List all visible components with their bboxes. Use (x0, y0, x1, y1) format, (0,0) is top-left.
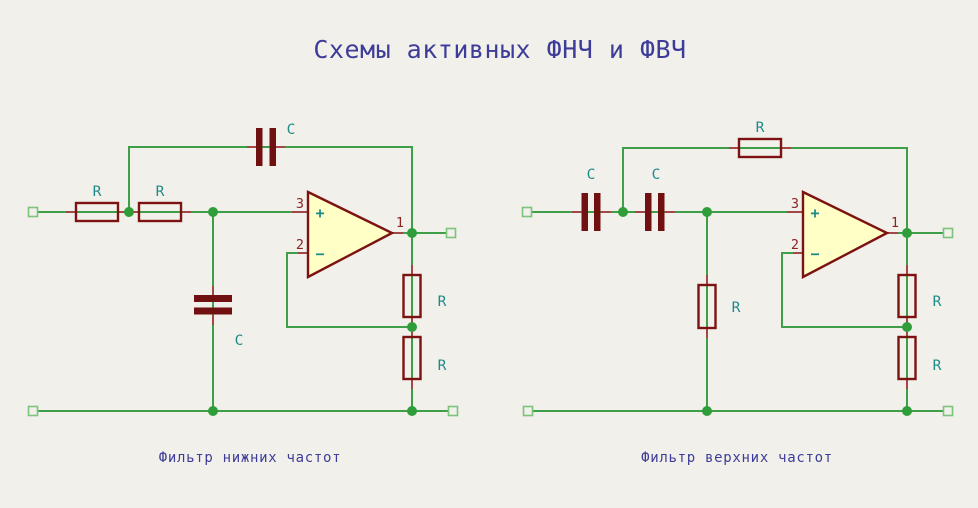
wire-feedback-res (622, 147, 908, 234)
wire-inv-feedback (286, 252, 413, 328)
pin-number-inv: 2 (791, 237, 799, 253)
label-r-div-top: R (438, 294, 447, 310)
resistor-input-2 (137, 201, 183, 223)
label-c-feedback: C (287, 122, 296, 138)
pin-number-noninv: 3 (296, 196, 304, 212)
minus-sign: − (810, 245, 819, 263)
resistor-feedback (737, 137, 783, 159)
opamp-triangle (306, 190, 395, 279)
terminal-ground-right (942, 405, 954, 417)
label-r-div-bottom: R (933, 358, 942, 374)
label-c-shunt: C (235, 333, 244, 349)
hpf-circuit: C C R R R R 3 2 1 + − Фильтр верхних час… (521, 120, 954, 466)
junction-dot (702, 207, 712, 217)
label-r-div-top: R (933, 294, 942, 310)
terminal-ground-left (522, 405, 534, 417)
lpf-circuit: R R C C R R 3 2 1 + − Фильтр нижних част… (27, 122, 459, 466)
label-r-div-bottom: R (438, 358, 447, 374)
plus-sign: + (315, 204, 324, 222)
resistor-divider-bottom (402, 335, 422, 381)
hpf-caption: Фильтр верхних частот (641, 450, 833, 466)
junction-dot (618, 207, 628, 217)
capacitor-input-1 (581, 193, 601, 231)
page-title: Схемы активных ФНЧ и ФВЧ (313, 35, 686, 64)
junction-dot (208, 406, 218, 416)
junction-dot (902, 228, 912, 238)
junction-dot (124, 207, 134, 217)
label-c-in1: C (587, 167, 596, 183)
terminal-output (942, 227, 954, 239)
opamp-triangle (801, 190, 890, 279)
label-r-shunt: R (732, 300, 741, 316)
minus-sign: − (315, 245, 324, 263)
junction-dot (902, 322, 912, 332)
terminal-input (27, 206, 39, 218)
terminal-ground-right (447, 405, 459, 417)
lpf-pin-leads (66, 146, 413, 389)
resistor-divider-top (897, 273, 917, 319)
hpf-wires (530, 147, 945, 412)
resistor-input-1 (74, 201, 120, 223)
resistor-divider-top (402, 273, 422, 319)
capacitor-input-2 (645, 193, 665, 231)
terminal-ground-left (27, 405, 39, 417)
lpf-caption: Фильтр нижних частот (159, 450, 342, 466)
capacitor-plate (256, 128, 263, 166)
label-c-in2: C (652, 167, 661, 183)
capacitor-plate (194, 295, 232, 302)
junction-dot (702, 406, 712, 416)
capacitor-plate (658, 193, 665, 231)
capacitor-plate (269, 128, 276, 166)
junction-dot (902, 406, 912, 416)
wire-inv-feedback (781, 252, 908, 328)
junction-dot (407, 322, 417, 332)
pin-number-out: 1 (891, 215, 899, 231)
junction-dot (407, 406, 417, 416)
junction-dot (407, 228, 417, 238)
resistor-divider-bottom (897, 335, 917, 381)
junction-dot (208, 207, 218, 217)
terminal-input (521, 206, 533, 218)
pin-number-noninv: 3 (791, 196, 799, 212)
capacitor-plate (581, 193, 588, 231)
resistor-shunt (697, 283, 717, 330)
plus-sign: + (810, 204, 819, 222)
hpf-pin-leads (572, 147, 908, 389)
label-r-in2: R (156, 184, 165, 200)
capacitor-feedback (256, 128, 276, 166)
capacitor-plate (594, 193, 601, 231)
label-r-in1: R (93, 184, 102, 200)
capacitor-plate (194, 307, 232, 315)
capacitor-shunt (194, 295, 232, 315)
pin-number-inv: 2 (296, 237, 304, 253)
pin-number-out: 1 (396, 215, 404, 231)
terminal-output (445, 227, 457, 239)
capacitor-plate (645, 193, 652, 231)
label-r-feedback: R (756, 120, 765, 136)
